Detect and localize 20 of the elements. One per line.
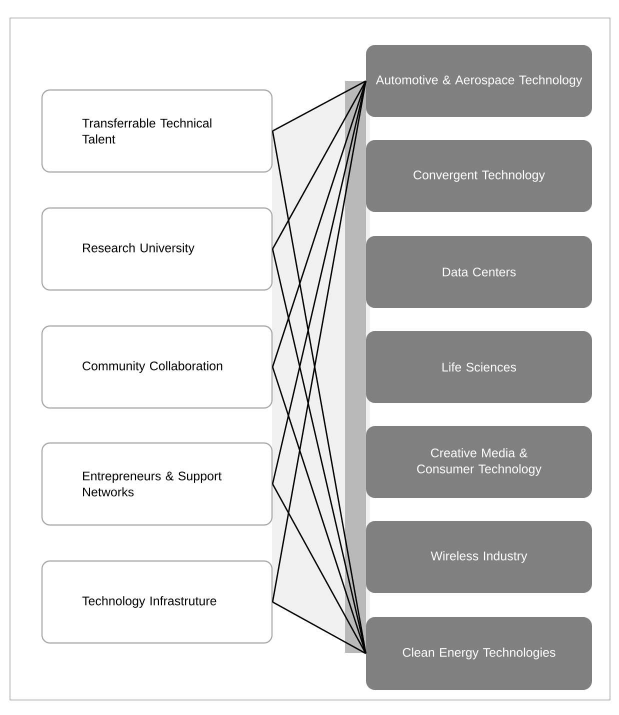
- industry-box: Creative Media & Consumer Technology: [366, 426, 592, 498]
- industry-box: Convergent Technology: [366, 140, 592, 212]
- connector-line: [272, 484, 366, 654]
- connector-line: [272, 366, 366, 654]
- industry-box: Automotive & Aerospace Technology: [366, 45, 592, 117]
- industry-box: Life Sciences: [366, 331, 592, 403]
- connector-line: [272, 80, 366, 368]
- factor-box: Technology Infrastruture: [41, 560, 273, 644]
- connector-line: [272, 80, 366, 250]
- factor-box: Entrepreneurs & Support Networks: [41, 442, 273, 526]
- connector-line: [272, 80, 366, 132]
- factor-box: Research University: [41, 207, 273, 291]
- industry-box: Clean Energy Technologies: [366, 617, 592, 690]
- connector-line: [272, 248, 366, 654]
- connector-line: [272, 80, 366, 484]
- connector-line: [272, 601, 366, 654]
- factor-box: Transferrable Technical Talent: [41, 89, 273, 173]
- factor-box: Community Collaboration: [41, 325, 273, 409]
- industry-box: Wireless Industry: [366, 521, 592, 593]
- industry-box: Data Centers: [366, 236, 592, 308]
